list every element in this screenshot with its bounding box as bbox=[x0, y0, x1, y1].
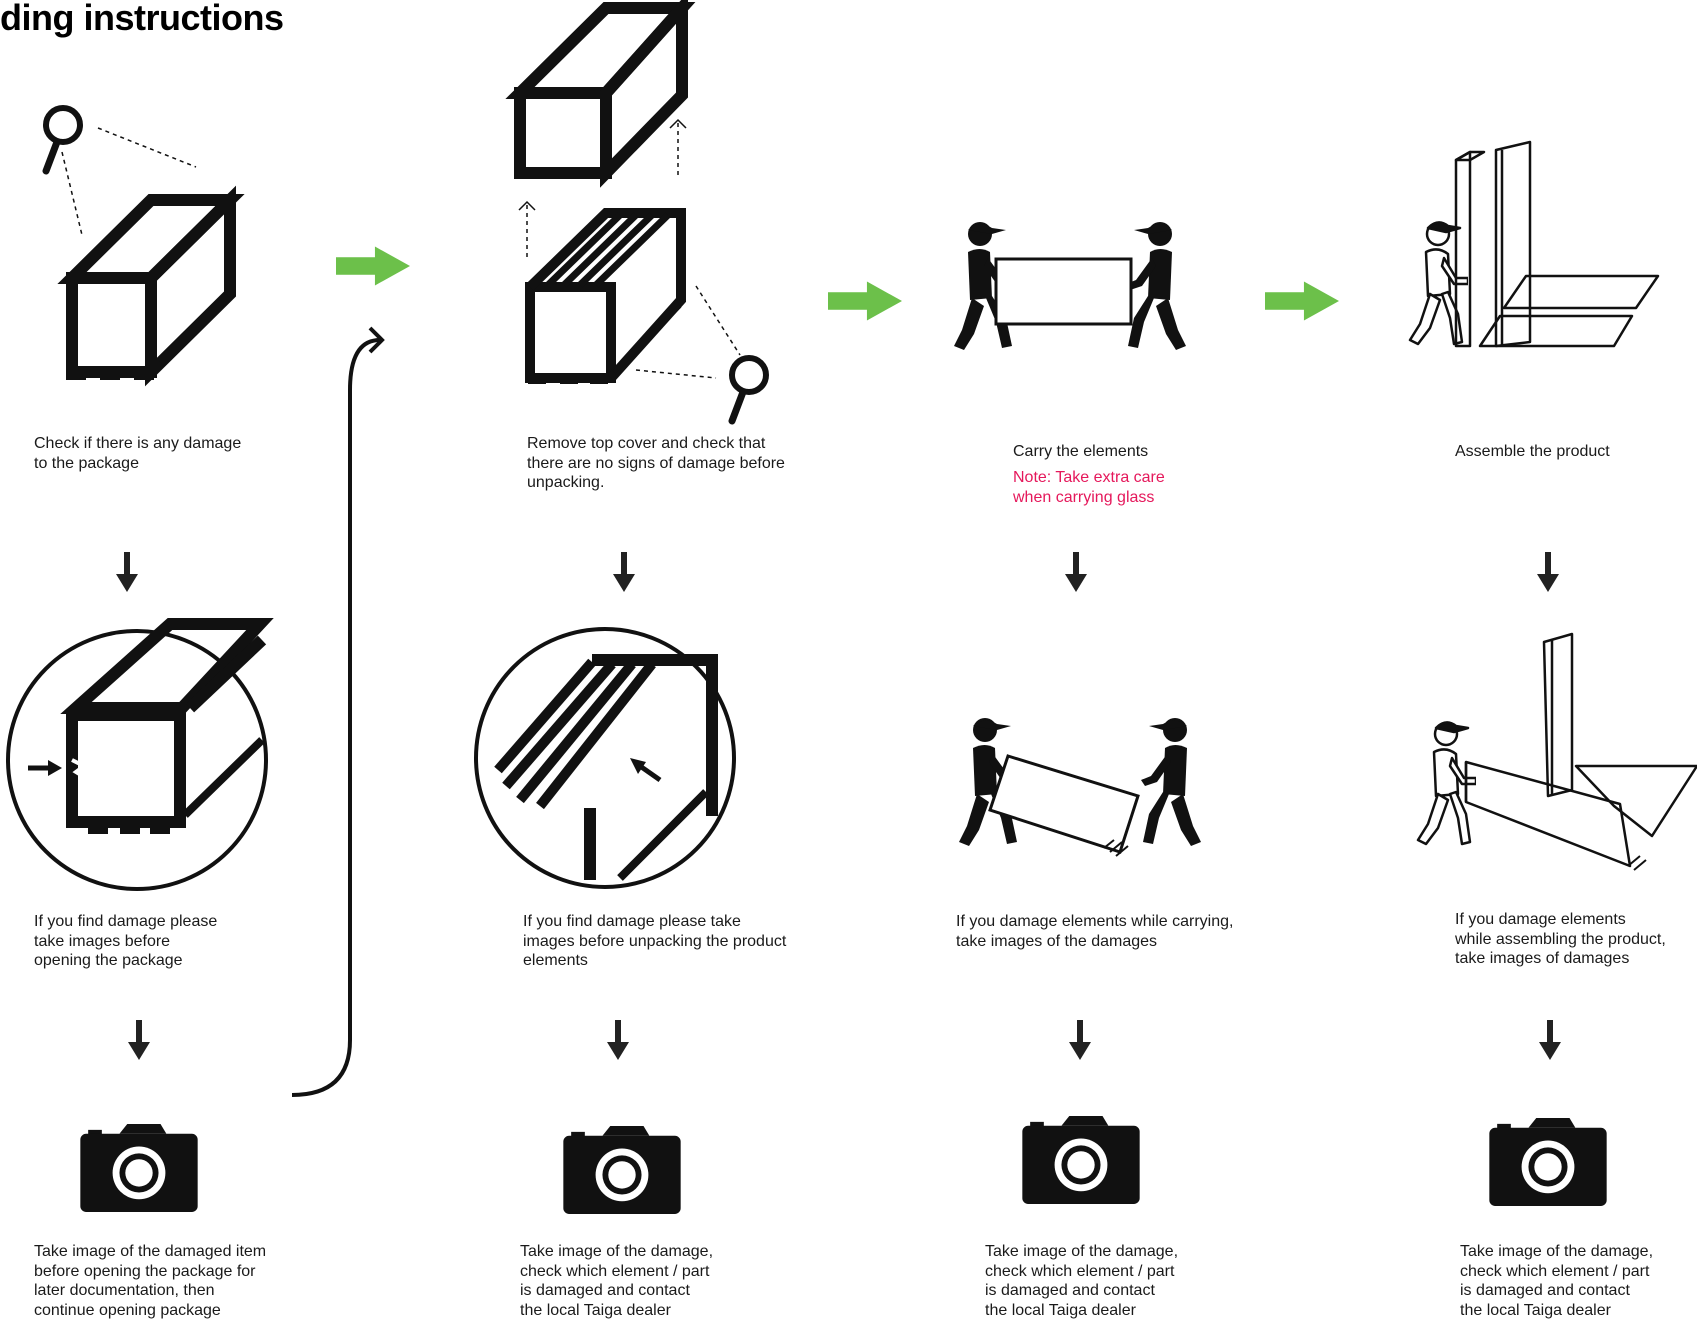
damage-2-caption: If you find damage please take images be… bbox=[523, 913, 787, 969]
arrow-down-icon bbox=[1537, 552, 1559, 592]
open-package-illustration bbox=[525, 208, 766, 421]
step-4-caption: Assemble the product bbox=[1455, 443, 1610, 460]
step-3-note: Note: Take extra care when carrying glas… bbox=[1013, 469, 1165, 506]
photo-1-caption: Take image of the damaged item before op… bbox=[34, 1243, 267, 1319]
assemble-illustration bbox=[1408, 140, 1660, 348]
camera-icon bbox=[563, 1126, 681, 1214]
worker-icon bbox=[1408, 221, 1468, 346]
photo-3-caption: Take image of the damage, check which el… bbox=[985, 1243, 1179, 1319]
top-cover-illustration bbox=[505, 0, 696, 260]
photo-2-caption: Take image of the damage, check which el… bbox=[520, 1243, 714, 1319]
carry-illustration bbox=[954, 222, 1186, 350]
step-3-caption: Carry the elements bbox=[1013, 443, 1149, 460]
arrow-down-icon bbox=[1069, 1020, 1091, 1060]
arrow-down-icon bbox=[613, 552, 635, 592]
package-damage-zoom bbox=[6, 618, 274, 891]
arrow-down-icon bbox=[1065, 552, 1087, 592]
package-icon bbox=[57, 185, 245, 387]
curved-arrow-icon bbox=[368, 326, 385, 354]
arrow-right-icon bbox=[336, 246, 410, 286]
camera-icon bbox=[1489, 1118, 1607, 1206]
magnifier-icon bbox=[732, 358, 766, 421]
camera-icon bbox=[1022, 1116, 1140, 1204]
assemble-damage-illustration bbox=[1416, 632, 1697, 871]
arrow-right-icon bbox=[1265, 281, 1339, 321]
step-2-caption: Remove top cover and check that there ar… bbox=[527, 435, 785, 491]
magnifier-icon bbox=[46, 108, 80, 171]
arrow-down-icon bbox=[116, 552, 138, 592]
damage-3-caption: If you damage elements while carrying, t… bbox=[956, 913, 1234, 950]
arrow-down-icon bbox=[128, 1020, 150, 1060]
worker-icon bbox=[1416, 721, 1476, 846]
step-1-caption: Check if there is any damage to the pack… bbox=[34, 435, 242, 472]
photo-4-caption: Take image of the damage, check which el… bbox=[1460, 1243, 1654, 1319]
camera-icon bbox=[80, 1124, 198, 1212]
page-title: ding instructions bbox=[0, 0, 284, 38]
open-package-damage-zoom bbox=[474, 627, 736, 889]
damage-1-caption: If you find damage please take images be… bbox=[34, 913, 218, 969]
worker-icon bbox=[1126, 222, 1186, 350]
package-check-illustration bbox=[46, 108, 245, 387]
carry-damage-illustration bbox=[959, 718, 1201, 857]
arrow-down-icon bbox=[607, 1020, 629, 1060]
damage-4-caption: If you damage elements while assembling … bbox=[1455, 911, 1666, 967]
arrow-down-icon bbox=[1539, 1020, 1561, 1060]
worker-icon bbox=[1141, 718, 1201, 846]
arrow-right-icon bbox=[828, 281, 902, 321]
